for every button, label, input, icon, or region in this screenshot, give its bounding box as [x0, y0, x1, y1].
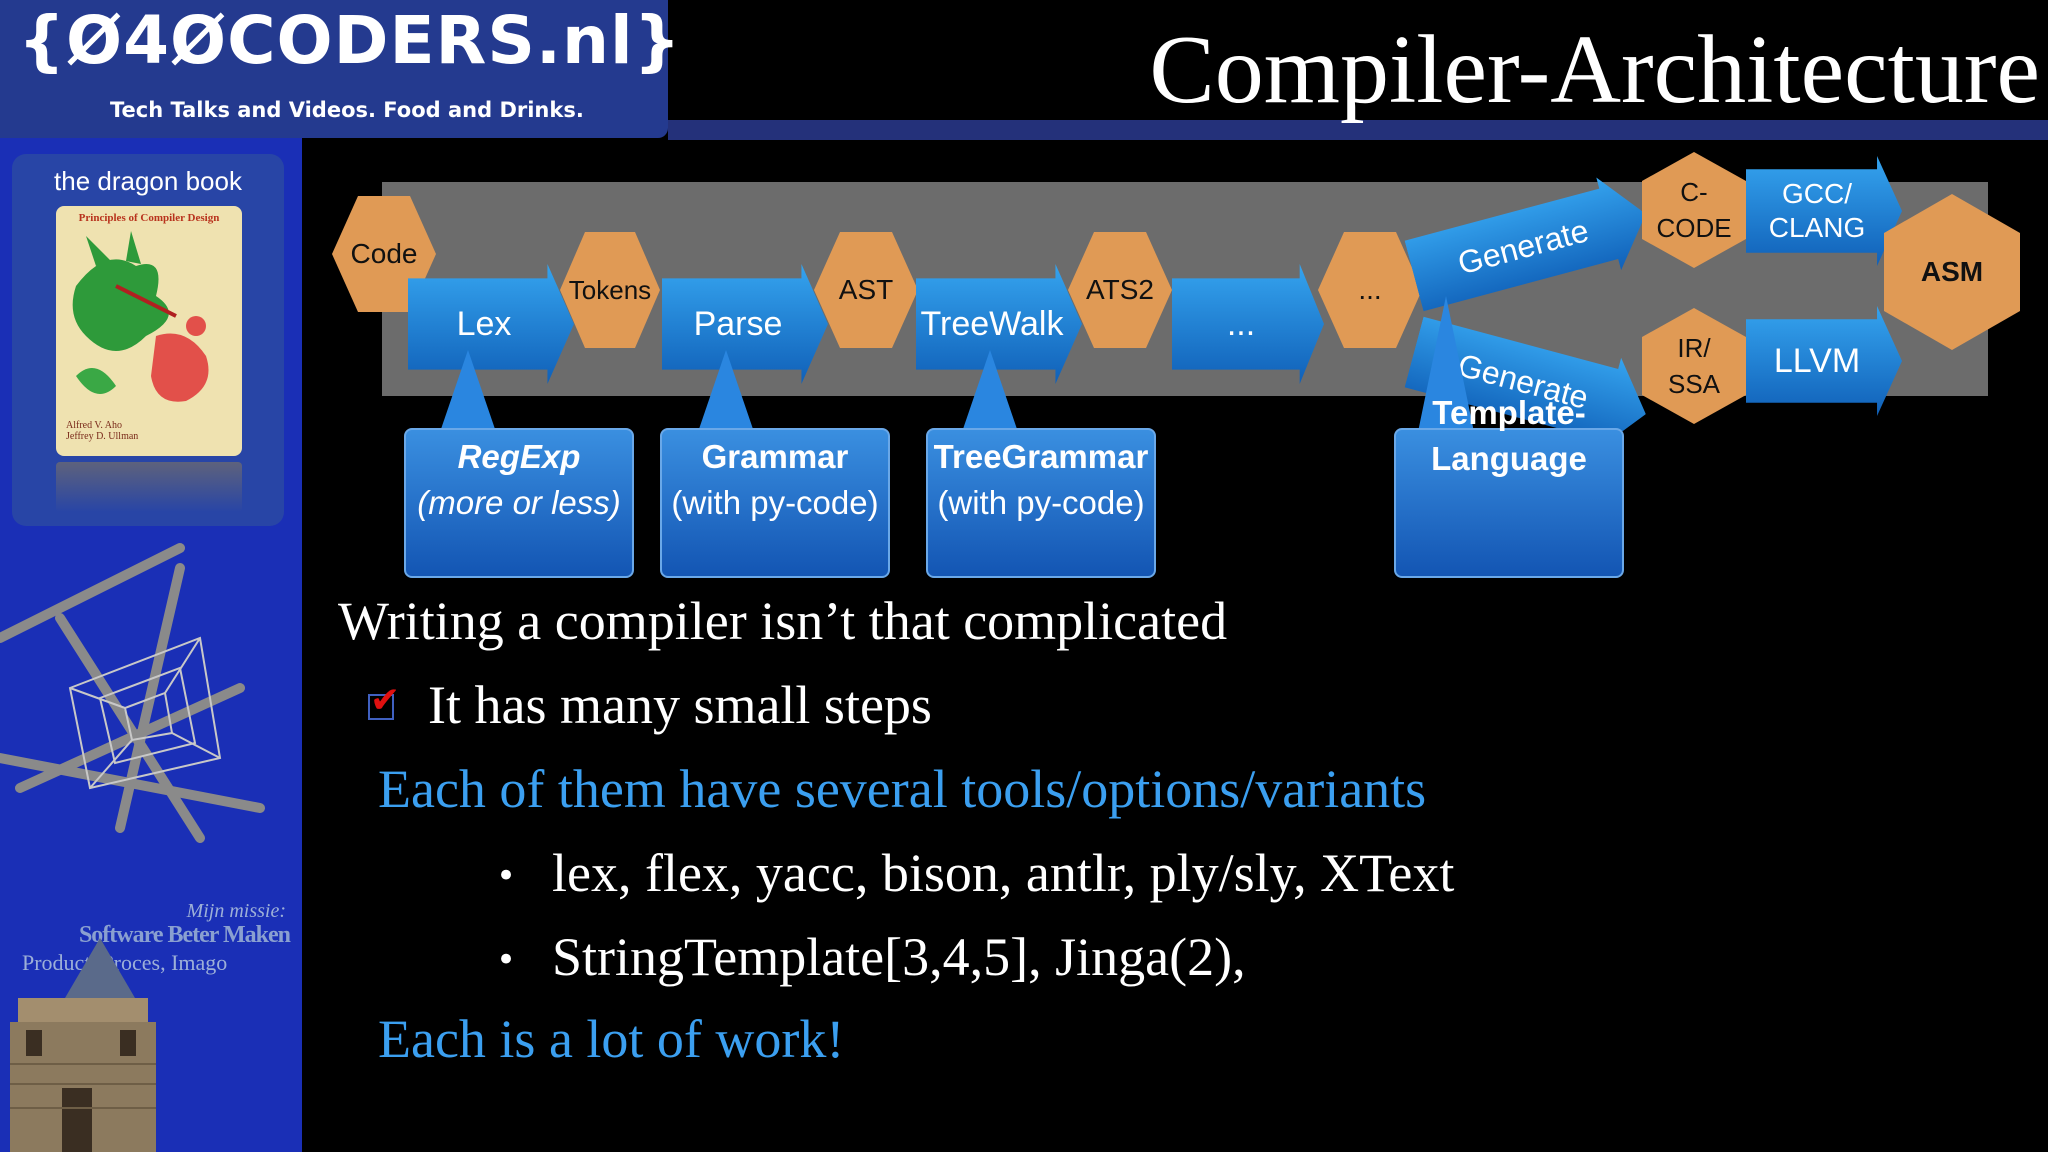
- book-reflection: [56, 462, 242, 512]
- node-dots: ...: [1318, 232, 1422, 348]
- node-ats2: ATS2: [1068, 232, 1172, 348]
- callout-treegrammar-sub: (with py-code): [937, 484, 1145, 521]
- slide-title: Compiler-Architecture: [1149, 16, 2040, 124]
- tensegrity-sculpture-image: [0, 543, 265, 843]
- title-underline: [668, 120, 2048, 140]
- body-line-2: It has many small steps: [428, 675, 932, 735]
- callout-regexp-title: RegExp: [457, 438, 581, 475]
- tower-image: [10, 938, 156, 1152]
- callout-grammar-title: Grammar: [701, 438, 849, 475]
- body-line-4: Each is a lot of work!: [378, 1009, 845, 1069]
- book-panel: the dragon book Principles of Compiler D…: [12, 154, 284, 526]
- mission-subtitle: Product, Proces, Imago: [22, 950, 228, 975]
- mission-title: Software Beter Maken: [78, 922, 291, 948]
- arrow-dots: ...: [1172, 264, 1324, 384]
- logo-text: {Ø4ØCODERS.nl}: [18, 2, 682, 79]
- bullet-item-1: lex, flex, yacc, bison, antlr, ply/sly, …: [552, 843, 1455, 903]
- arrow-treewalk: TreeWalk: [916, 264, 1082, 384]
- checkbox-checked-icon: [368, 694, 394, 720]
- bullet-item-2: StringTemplate[3,4,5], Jinga(2),: [552, 927, 1246, 987]
- bullet-icon: •: [496, 940, 517, 980]
- book-label: the dragon book: [54, 166, 242, 196]
- callout-grammar-sub: (with py-code): [671, 484, 879, 521]
- arrow-lex: Lex: [408, 264, 574, 384]
- callout-template: [1394, 428, 1624, 578]
- node-tokens: Tokens: [560, 232, 660, 348]
- arrow-llvm: LLVM: [1746, 306, 1902, 416]
- arrow-parse: Parse: [662, 264, 828, 384]
- callout-treegrammar-title: TreeGrammar: [933, 438, 1149, 475]
- callout-treegrammar: TreeGrammar (with py-code): [926, 428, 1156, 578]
- node-c-code: C- CODE: [1642, 152, 1746, 268]
- logo: {Ø4ØCODERS.nl} Tech Talks and Videos. Fo…: [0, 0, 682, 138]
- body-line-3: Each of them have several tools/options/…: [378, 759, 1427, 819]
- body-line-1: Writing a compiler isn’t that complicate…: [338, 591, 1228, 651]
- callout-regexp: RegExp (more or less): [404, 428, 634, 578]
- arrow-gcc-clang: GCC/ CLANG: [1746, 156, 1902, 266]
- checkmark-icon: ✔: [370, 680, 401, 721]
- callout-grammar: Grammar (with py-code): [660, 428, 890, 578]
- logo-tagline: Tech Talks and Videos. Food and Drinks.: [110, 98, 584, 122]
- sidebar: the dragon book Principles of Compiler D…: [0, 138, 302, 1152]
- book-title: Principles of Compiler Design: [78, 212, 220, 224]
- node-ir-ssa: IR/ SSA: [1642, 308, 1746, 424]
- bullet-icon: •: [496, 856, 517, 896]
- callout-template-title: Template- Language: [1431, 394, 1587, 477]
- book-cover-image: Principles of Compiler Design Alfred V. …: [56, 206, 242, 456]
- book-authors: Alfred V. Aho Jeffrey D. Ullman: [66, 420, 139, 442]
- callout-regexp-sub: (more or less): [417, 484, 621, 521]
- mission-label: Mijn missie:: [186, 900, 286, 922]
- dragon-knight-illustration: [72, 231, 209, 402]
